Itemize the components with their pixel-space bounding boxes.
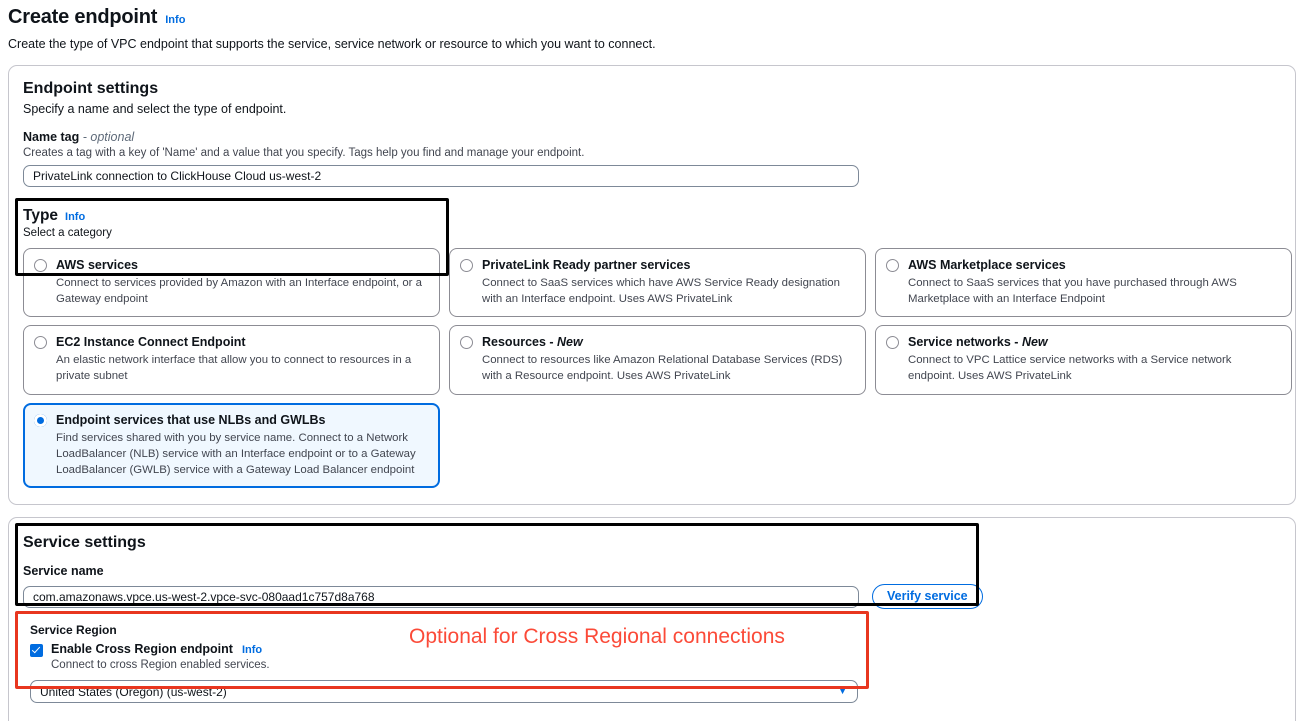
cross-region-hint: Connect to cross Region enabled services… [51, 659, 270, 672]
page-description: Create the type of VPC endpoint that sup… [8, 37, 656, 51]
name-tag-input[interactable]: PrivateLink connection to ClickHouse Clo… [23, 165, 859, 188]
endpoint-settings-subtitle: Specify a name and select the type of en… [23, 102, 287, 117]
radio-icon[interactable] [886, 336, 899, 350]
type-option-description: Connect to resources like Amazon Relatio… [482, 354, 843, 383]
service-name-input[interactable]: com.amazonaws.vpce.us-west-2.vpce-svc-08… [23, 585, 859, 608]
radio-icon[interactable] [460, 259, 473, 273]
type-option-title: Endpoint services that use NLBs and GWLB… [56, 412, 326, 427]
type-option-description: Connect to VPC Lattice service networks … [908, 354, 1232, 383]
radio-icon[interactable] [886, 259, 899, 273]
type-option-grid: AWS services Connect to services provide… [23, 248, 1292, 489]
type-option-title-row: Service networks - New [908, 334, 1281, 351]
service-region-label: Service Region [30, 623, 117, 638]
radio-icon[interactable] [460, 336, 473, 350]
service-name-row: com.amazonaws.vpce.us-west-2.vpce-svc-08… [23, 584, 1281, 610]
type-option-privatelink-ready-partner-services[interactable]: PrivateLink Ready partner services Conne… [449, 248, 866, 318]
new-badge: New [557, 335, 583, 350]
type-option-description: Connect to services provided by Amazon w… [56, 277, 422, 306]
service-settings-panel: Service settings Service name com.amazon… [8, 517, 1296, 721]
type-option-description: Connect to SaaS services which have AWS … [482, 277, 840, 306]
type-option-endpoint-services-nlb-gwlb[interactable]: Endpoint services that use NLBs and GWLB… [23, 402, 440, 489]
type-header-row: Type Info [23, 207, 1281, 225]
name-tag-label-text: Name tag [23, 130, 80, 145]
service-settings-title: Service settings [23, 534, 146, 552]
radio-icon[interactable] [34, 336, 47, 350]
type-option-title: EC2 Instance Connect Endpoint [56, 335, 246, 350]
service-region-selected-value: United States (Oregon) (us-west-2) [40, 684, 227, 699]
page-title: Create endpoint [8, 6, 158, 28]
type-option-description: Connect to SaaS services that you have p… [908, 277, 1237, 306]
endpoint-settings-title: Endpoint settings [23, 80, 159, 98]
endpoint-settings-panel: Endpoint settings Specify a name and sel… [8, 65, 1296, 506]
cross-region-checkbox-label: Enable Cross Region endpoint [51, 642, 233, 657]
type-option-description: An elastic network interface that allow … [56, 354, 412, 383]
header-info-link[interactable]: Info [165, 14, 186, 26]
type-option-title-row: Resources - New [482, 334, 855, 351]
cross-region-info-link[interactable]: Info [241, 644, 263, 657]
radio-selected-icon[interactable] [34, 413, 47, 427]
type-label: Type [23, 207, 59, 225]
type-subtitle: Select a category [23, 227, 112, 240]
type-option-title: AWS Marketplace services [908, 258, 1066, 273]
type-option-title: PrivateLink Ready partner services [482, 258, 691, 273]
type-option-description: Find services shared with you by service… [56, 431, 416, 476]
type-info-link[interactable]: Info [65, 211, 86, 224]
type-option-title: AWS services [56, 258, 138, 273]
new-badge: New [1021, 335, 1048, 350]
page-header: Create endpoint Info Create the type of … [8, 0, 1296, 53]
chevron-down-icon[interactable]: ▼ [837, 685, 848, 698]
name-tag-optional-suffix: - optional [82, 130, 135, 145]
annotation-text-optional-cross-region: Optional for Cross Regional connections [409, 625, 785, 649]
page-title-row: Create endpoint Info [8, 4, 1296, 30]
type-option-ec2-instance-connect-endpoint[interactable]: EC2 Instance Connect Endpoint An elastic… [23, 325, 440, 395]
cross-region-checkbox-row[interactable]: Enable Cross Region endpoint Info [30, 642, 870, 658]
service-name-field: Service name com.amazonaws.vpce.us-west-… [23, 564, 1281, 610]
type-option-title: Resources - [482, 335, 558, 350]
verify-service-button[interactable]: Verify service [872, 584, 983, 610]
type-option-resources[interactable]: Resources - New Connect to resources lik… [449, 325, 866, 395]
name-tag-field: Name tag - optional Creates a tag with a… [23, 130, 1281, 188]
service-region-select[interactable]: United States (Oregon) (us-west-2) ▼ [30, 680, 858, 704]
radio-icon[interactable] [34, 259, 47, 273]
service-name-label: Service name [23, 564, 104, 579]
checkbox-checked-icon[interactable] [30, 644, 43, 658]
name-tag-label: Name tag - optional [23, 130, 1281, 144]
type-option-aws-services[interactable]: AWS services Connect to services provide… [23, 248, 440, 318]
type-option-title: Service networks - [908, 335, 1022, 350]
type-option-service-networks[interactable]: Service networks - New Connect to VPC La… [875, 325, 1292, 395]
type-option-aws-marketplace-services[interactable]: AWS Marketplace services Connect to SaaS… [875, 248, 1292, 318]
name-tag-hint: Creates a tag with a key of 'Name' and a… [23, 147, 585, 160]
